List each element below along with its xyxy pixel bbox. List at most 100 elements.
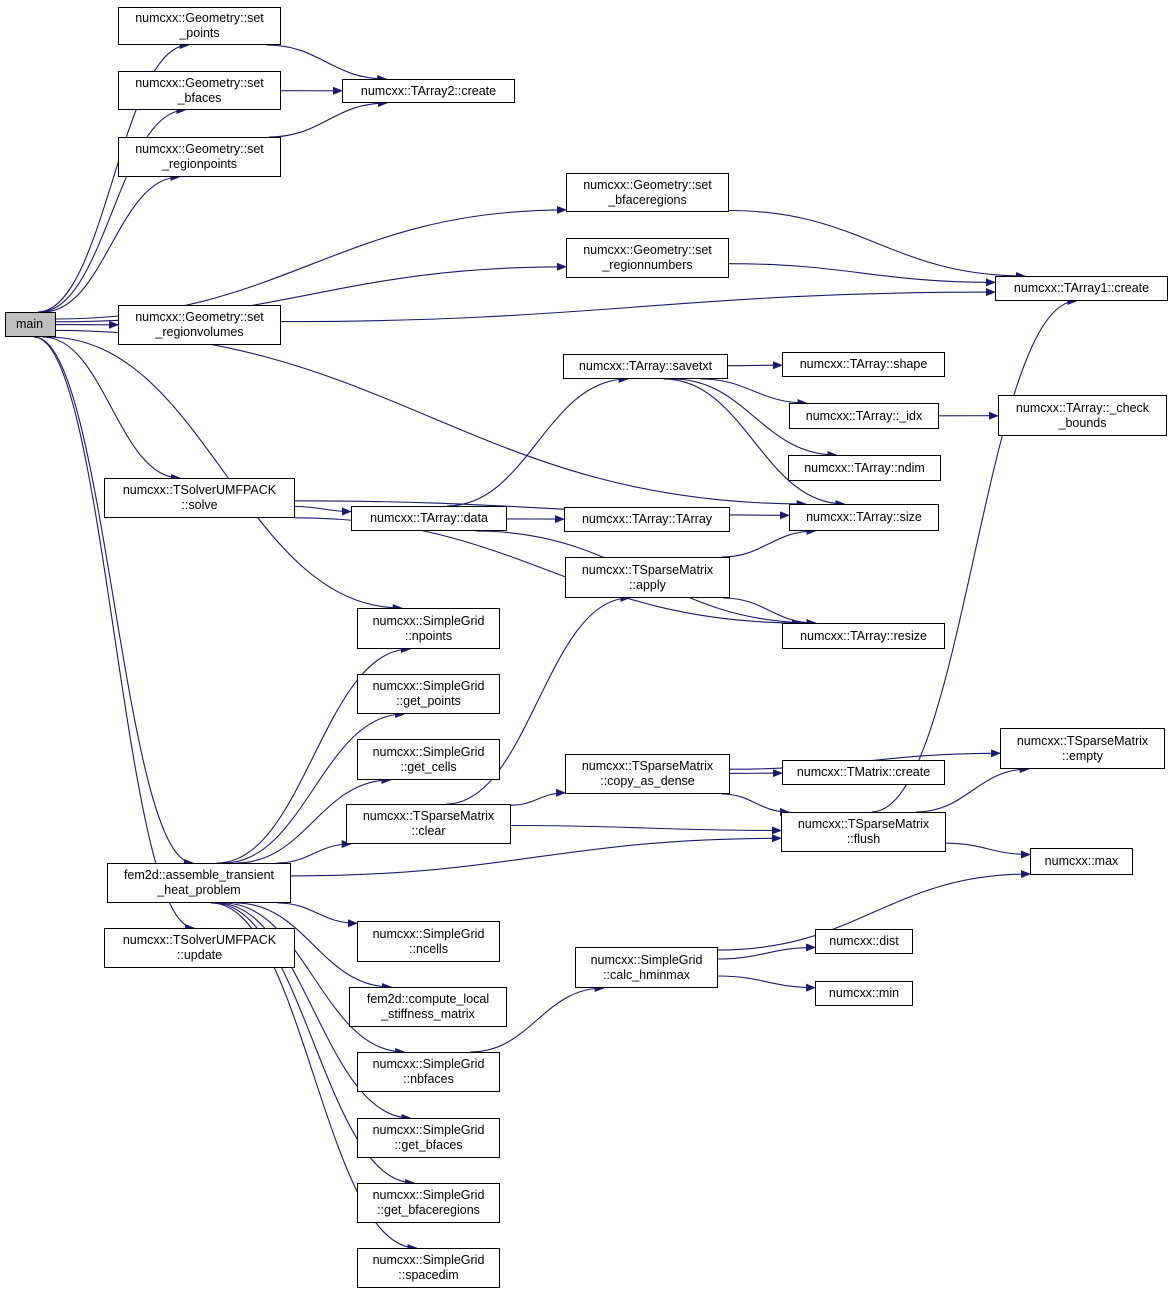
edge-main-to-geo_set_bfaceregions: [55, 205, 567, 320]
edge-tarray_savetxt-to-tarray_ndim: [672, 378, 838, 459]
edge-fem2d_assemble-to-grid_ncells: [277, 902, 358, 928]
node-label: ::clear: [411, 824, 446, 838]
node-label: numcxx::TSparseMatrix: [797, 817, 930, 831]
node-tsolverumfpack-solve[interactable]: numcxx::TSolverUMFPACK::solve: [104, 478, 295, 518]
node-label: ::copy_as_dense: [600, 774, 695, 788]
edge-grid_calc_hminmax-to-numcxx_dist: [717, 943, 816, 960]
node-tsparsematrix-empty[interactable]: numcxx::TSparseMatrix::empty: [1000, 728, 1165, 769]
node-label: numcxx::TMatrix::create: [796, 765, 931, 779]
node-label: _bfaces: [177, 90, 222, 105]
node-label: numcxx::TSparseMatrix: [581, 562, 714, 577]
node-label: ::get_cells: [400, 759, 457, 774]
node-label: numcxx::Geometry::set: [135, 11, 264, 25]
node-tarray-resize[interactable]: numcxx::TArray::resize: [782, 623, 945, 649]
node-geometry-set-regionnumbers[interactable]: numcxx::Geometry::set_regionnumbers: [566, 238, 729, 278]
node-label: ::spacedim: [398, 1268, 459, 1282]
node-simplegrid-spacedim[interactable]: numcxx::SimpleGrid::spacedim: [357, 1248, 500, 1288]
node-geometry-set-bfaces[interactable]: numcxx::Geometry::set_bfaces: [118, 71, 281, 110]
node-tarray-shape[interactable]: numcxx::TArray::shape: [782, 352, 945, 377]
node-numcxx-max[interactable]: numcxx::max: [1030, 848, 1133, 875]
node-geometry-set-bfaceregions[interactable]: numcxx::Geometry::set_bfaceregions: [566, 173, 729, 212]
node-label: numcxx::TArray::size: [806, 510, 922, 524]
node-label: numcxx::SimpleGrid: [372, 926, 485, 941]
node-label: _regionvolumes: [155, 325, 244, 339]
node-fem2d-compute-local-stiffness-matrix[interactable]: fem2d::compute_local_stiffness_matrix: [349, 987, 507, 1027]
node-label: _points: [179, 26, 220, 40]
edge-fem2d_assemble-to-grid_spacedim: [210, 902, 418, 1252]
node-label: numcxx::TArray1::create: [1013, 281, 1150, 295]
node-label: numcxx::TArray::data: [370, 511, 488, 525]
node-label: _bounds: [1058, 415, 1107, 430]
node-label: main: [16, 317, 44, 331]
node-tarray-tarray[interactable]: numcxx::TArray::TArray: [564, 507, 730, 532]
edge-tarray_data-to-tarray_savetxt: [446, 375, 629, 507]
node-main[interactable]: main: [5, 312, 56, 337]
node-geometry-set-regionpoints[interactable]: numcxx::Geometry::set_regionpoints: [118, 137, 281, 177]
node-tarray-data[interactable]: numcxx::TArray::data: [351, 506, 507, 531]
node-label: numcxx::TArray::_check: [1015, 400, 1150, 415]
node-simplegrid-nbfaces[interactable]: numcxx::SimpleGrid::nbfaces: [357, 1052, 500, 1092]
edge-sparse_flush-to-numcxx_max: [945, 842, 1031, 859]
edge-sparse_apply-to-tarray_size: [721, 527, 817, 558]
node-label: numcxx::min: [828, 986, 900, 1000]
node-label: _stiffness_matrix: [381, 1007, 475, 1021]
node-simplegrid-get-bfaceregions[interactable]: numcxx::SimpleGrid::get_bfaceregions: [357, 1183, 500, 1223]
node-label: numcxx::TArray2::create: [360, 83, 497, 98]
node-simplegrid-npoints[interactable]: numcxx::SimpleGrid::npoints: [357, 608, 500, 649]
edge-fem2d_assemble-to-grid_npoints: [216, 645, 411, 864]
node-tsparsematrix-copy-as-dense[interactable]: numcxx::TSparseMatrix::copy_as_dense: [565, 754, 730, 794]
node-label: numcxx::Geometry::set: [583, 177, 712, 192]
node-tsparsematrix-flush[interactable]: numcxx::TSparseMatrix::flush: [781, 812, 946, 852]
node-tarray-check-bounds[interactable]: numcxx::TArray::_check_bounds: [998, 395, 1167, 436]
node-label: numcxx::TSolverUMFPACK: [122, 483, 277, 497]
node-label: numcxx::TSparseMatrix: [581, 759, 714, 773]
edge-main-to-fem2d_assemble: [34, 336, 194, 867]
edge-main-to-solver_solve: [42, 336, 181, 482]
node-label: ::get_points: [396, 694, 461, 708]
edge-solver_solve-to-tarray_data: [294, 505, 352, 516]
node-tarray-size[interactable]: numcxx::TArray::size: [789, 504, 939, 531]
node-label: ::get_bfaceregions: [377, 1203, 480, 1217]
node-tmatrix-create[interactable]: numcxx::TMatrix::create: [782, 760, 945, 785]
node-simplegrid-ncells[interactable]: numcxx::SimpleGrid::ncells: [357, 921, 500, 962]
edge-sparse_flush-to-sparse_empty: [915, 765, 1030, 813]
node-numcxx-min[interactable]: numcxx::min: [815, 981, 913, 1006]
node-tsparsematrix-apply[interactable]: numcxx::TSparseMatrix::apply: [565, 557, 730, 598]
node-label: numcxx::TSolverUMFPACK: [122, 933, 277, 947]
node-label: ::apply: [629, 577, 666, 592]
node-label: numcxx::SimpleGrid: [372, 1123, 485, 1137]
edge-sparse_clear-to-sparse_flush: [510, 824, 782, 835]
node-label: ::calc_hminmax: [603, 967, 690, 982]
node-tarray-ndim[interactable]: numcxx::TArray::ndim: [788, 455, 941, 481]
edge-sparse_apply-to-tarray_resize: [723, 597, 817, 627]
node-label: numcxx::Geometry::set: [135, 310, 264, 324]
node-numcxx-dist[interactable]: numcxx::dist: [815, 929, 913, 954]
node-label: ::flush: [846, 832, 881, 846]
edge-sparse_clear-to-sparse_copy_as_dense: [510, 788, 566, 806]
node-label: numcxx::Geometry::set: [583, 243, 712, 257]
node-geometry-set-regionvolumes[interactable]: numcxx::Geometry::set_regionvolumes: [118, 305, 281, 345]
node-tarray1-create[interactable]: numcxx::TArray1::create: [995, 276, 1168, 301]
edge-sparse_copy_as_dense-to-sparse_flush: [721, 793, 790, 816]
edge-geo_set_regionpoints-to-tarray2_create: [268, 99, 388, 138]
node-simplegrid-get-points[interactable]: numcxx::SimpleGrid::get_points: [357, 674, 500, 714]
node-tsolverumfpack-update[interactable]: numcxx::TSolverUMFPACK::update: [104, 928, 295, 968]
node-label: numcxx::TArray::resize: [800, 628, 927, 643]
node-tarray-savetxt[interactable]: numcxx::TArray::savetxt: [563, 354, 728, 379]
node-label: numcxx::dist: [829, 934, 899, 948]
edge-tarray_savetxt-to-tarray_size: [663, 378, 846, 508]
node-tsparsematrix-clear[interactable]: numcxx::TSparseMatrix::clear: [346, 804, 511, 844]
node-tarray2-create[interactable]: numcxx::TArray2::create: [342, 79, 515, 103]
node-fem2d-assemble-transient-heat-problem[interactable]: fem2d::assemble_transient_heat_problem: [107, 863, 291, 903]
edge-fem2d_assemble-to-grid_get_bfaceregions: [213, 902, 416, 1187]
node-tarray-idx[interactable]: numcxx::TArray::_idx: [789, 403, 939, 429]
node-label: fem2d::assemble_transient: [123, 868, 275, 882]
node-simplegrid-get-cells[interactable]: numcxx::SimpleGrid::get_cells: [357, 739, 500, 780]
node-label: ::empty: [1062, 748, 1103, 763]
node-geometry-set-points[interactable]: numcxx::Geometry::set_points: [118, 7, 281, 45]
node-label: numcxx::Geometry::set: [135, 75, 264, 90]
node-simplegrid-calc-hminmax[interactable]: numcxx::SimpleGrid::calc_hminmax: [575, 947, 718, 988]
node-simplegrid-get-bfaces[interactable]: numcxx::SimpleGrid::get_bfaces: [357, 1118, 500, 1158]
